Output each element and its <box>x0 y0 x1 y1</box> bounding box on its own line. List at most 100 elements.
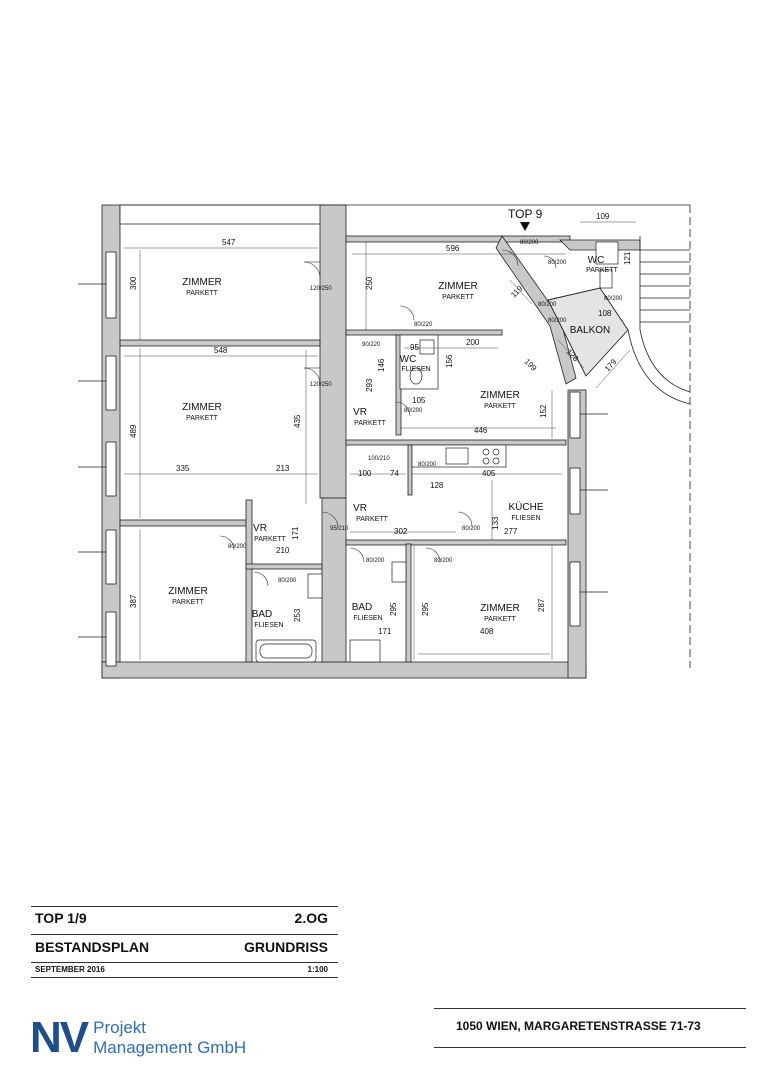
svg-text:80/200: 80/200 <box>520 240 539 246</box>
svg-text:200: 200 <box>466 338 480 347</box>
staircase <box>120 204 691 668</box>
svg-text:105: 105 <box>412 396 426 405</box>
windows-left <box>78 251 117 667</box>
room-floor: FLIESEN <box>401 366 430 373</box>
svg-text:446: 446 <box>474 426 488 435</box>
svg-text:146: 146 <box>377 358 386 372</box>
room-name: BAD <box>252 609 273 620</box>
room-name: ZIMMER <box>182 277 221 288</box>
kitchen-counter <box>411 444 507 468</box>
svg-text:293: 293 <box>365 378 374 392</box>
windows-right <box>569 391 608 627</box>
balcony <box>547 287 629 377</box>
address-text: 1050 WIEN, MARGARETENSTRASSE 71-73 <box>456 1019 701 1033</box>
room-floor: PARKETT <box>586 267 618 274</box>
room-name: ZIMMER <box>168 586 207 597</box>
room-name: ZIMMER <box>480 390 519 401</box>
room-floor: PARKETT <box>254 536 286 543</box>
room-floor: PARKETT <box>442 294 474 301</box>
svg-text:90/220: 90/220 <box>362 342 381 348</box>
room-floor: PARKETT <box>356 516 388 523</box>
room-labels: ZIMMER PARKETT ZIMMER PARKETT ZIMMER PAR… <box>168 255 618 629</box>
divider <box>31 962 338 963</box>
svg-text:300: 300 <box>129 276 138 290</box>
unit-number: TOP 1/9 <box>35 910 87 926</box>
logo-line-2: Management GmbH <box>93 1038 247 1057</box>
svg-text:80/200: 80/200 <box>228 544 247 550</box>
svg-text:596: 596 <box>446 244 460 253</box>
svg-text:152: 152 <box>539 404 548 418</box>
door-size-labels: 120/250 120/250 80/200 80/200 80/200 80/… <box>228 240 623 584</box>
room-floor: PARKETT <box>354 420 386 427</box>
room-name: VR <box>253 523 267 534</box>
svg-text:547: 547 <box>222 238 236 247</box>
plan-date: SEPTEMBER 2016 <box>35 965 105 974</box>
svg-text:295: 295 <box>421 602 430 616</box>
address-block: 1050 WIEN, MARGARETENSTRASSE 71-73 <box>434 1008 746 1048</box>
sanitary-fixtures <box>255 241 619 663</box>
divider <box>31 934 338 935</box>
svg-text:335: 335 <box>176 464 190 473</box>
svg-text:210: 210 <box>276 546 290 555</box>
svg-text:80/200: 80/200 <box>548 260 567 266</box>
svg-text:128: 128 <box>430 481 444 490</box>
doors <box>219 249 557 587</box>
svg-text:287: 287 <box>537 598 546 612</box>
svg-text:80/200: 80/200 <box>278 578 297 584</box>
interior-walls <box>119 235 641 663</box>
logo-text: Projekt Management GmbH <box>93 1018 246 1058</box>
plan-view: GRUNDRISS <box>243 939 328 955</box>
svg-text:80/200: 80/200 <box>434 558 453 564</box>
divider <box>31 906 338 907</box>
svg-text:156: 156 <box>445 354 454 368</box>
room-floor: PARKETT <box>186 415 218 422</box>
svg-text:133: 133 <box>491 516 500 530</box>
svg-text:405: 405 <box>482 469 496 478</box>
svg-text:171: 171 <box>378 627 392 636</box>
room-floor: PARKETT <box>484 403 516 410</box>
dimension-numbers: 547 300 596 250 109 121 548 489 435 335 … <box>129 212 632 636</box>
title-row-2: BESTANDSPLAN GRUNDRISS <box>31 939 338 955</box>
entrance-label: TOP 9 <box>508 207 543 221</box>
company-logo: NV Projekt Management GmbH <box>30 1016 246 1060</box>
svg-text:295: 295 <box>389 602 398 616</box>
room-name: KÜCHE <box>508 501 543 513</box>
room-name: VR <box>353 503 367 514</box>
svg-text:171: 171 <box>291 526 300 540</box>
divider <box>31 977 338 978</box>
svg-text:80/200: 80/200 <box>404 408 423 414</box>
svg-text:109: 109 <box>596 212 610 221</box>
svg-text:250: 250 <box>365 276 374 290</box>
room-name: ZIMMER <box>438 281 477 292</box>
svg-text:120/250: 120/250 <box>310 286 332 292</box>
svg-text:80/200: 80/200 <box>538 302 557 308</box>
svg-text:120/250: 120/250 <box>310 382 332 388</box>
svg-text:95/210: 95/210 <box>330 526 349 532</box>
logo-line-1: Projekt <box>93 1018 147 1037</box>
room-floor: PARKETT <box>172 599 204 606</box>
svg-text:253: 253 <box>293 608 302 622</box>
room-name: WC <box>400 354 417 365</box>
entrance-arrow-icon <box>520 222 530 231</box>
svg-text:302: 302 <box>394 527 408 536</box>
room-name: VR <box>353 407 367 418</box>
svg-text:489: 489 <box>129 424 138 438</box>
svg-text:80/200: 80/200 <box>548 318 567 324</box>
room-floor: FLIESEN <box>254 622 283 629</box>
room-name: BALKON <box>570 325 611 336</box>
svg-text:179: 179 <box>603 357 619 373</box>
floor-level: 2.OG <box>294 910 328 926</box>
room-floor: FLIESEN <box>353 615 382 622</box>
dimension-lines <box>124 221 636 660</box>
plan-type: BESTANDSPLAN <box>35 939 150 955</box>
svg-text:277: 277 <box>504 527 518 536</box>
room-name: ZIMMER <box>480 603 519 614</box>
svg-text:548: 548 <box>214 346 228 355</box>
svg-text:80/200: 80/200 <box>366 558 385 564</box>
svg-text:435: 435 <box>293 414 302 428</box>
room-name: BAD <box>352 602 373 613</box>
svg-text:80/200: 80/200 <box>462 526 481 532</box>
svg-text:387: 387 <box>129 594 138 608</box>
room-name: ZIMMER <box>182 402 221 413</box>
logo-initials: NV <box>30 1013 89 1062</box>
